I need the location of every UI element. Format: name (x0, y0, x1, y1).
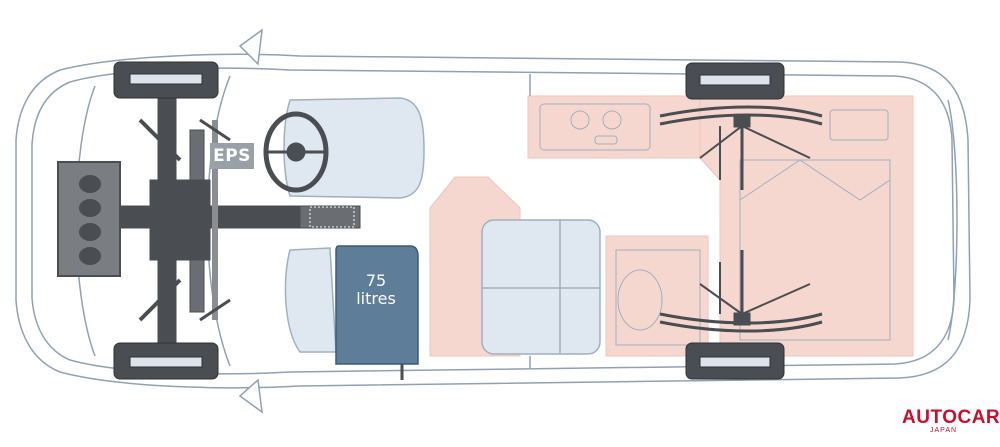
steering-wheel (263, 111, 329, 193)
engine-block (57, 161, 121, 277)
brand-logo-sub: JAPAN (930, 427, 958, 434)
wheels (113, 61, 785, 380)
brand-logo: AUTOCAR (902, 407, 1000, 428)
fuel-tank-label: 75 litres (336, 272, 416, 308)
eps-label: EPS (210, 143, 254, 169)
fuel-tank-unit: litres (356, 289, 396, 308)
fuel-tank (335, 245, 419, 380)
rear-suspension (659, 105, 823, 333)
fuel-tank-volume: 75 (365, 271, 387, 290)
front-axle-drivetrain (119, 94, 361, 348)
rear-seats (481, 219, 601, 355)
